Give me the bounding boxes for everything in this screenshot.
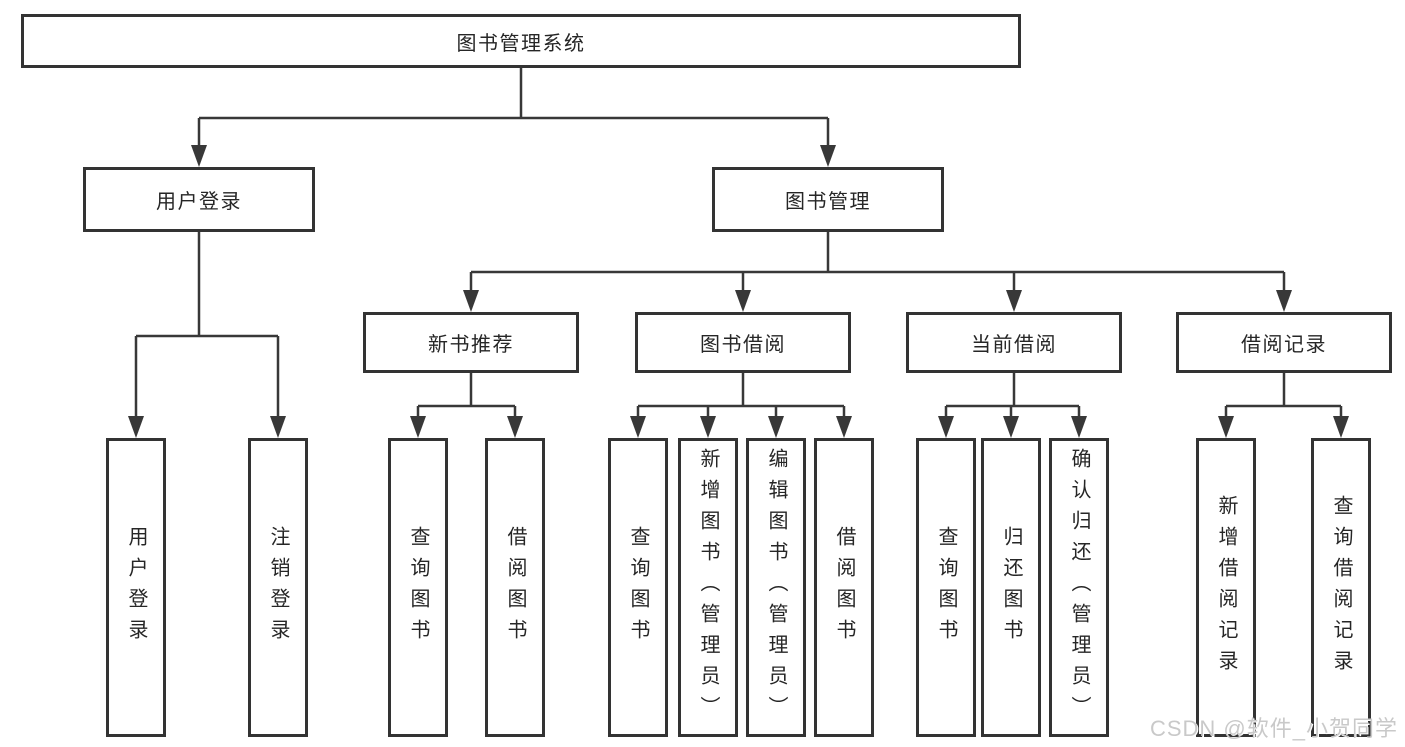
leaf-logout: 注销登录 bbox=[248, 438, 308, 737]
leaf-label: 新增图书（管理员） bbox=[697, 448, 719, 727]
leaf-label: 用户登录 bbox=[125, 525, 147, 650]
node-label: 图书借阅 bbox=[700, 334, 786, 356]
leaf-label: 查询图书 bbox=[935, 525, 957, 650]
node-label: 借阅记录 bbox=[1241, 334, 1327, 356]
node-label: 图书管理系统 bbox=[456, 32, 586, 55]
leaf-add-book-admin: 新增图书（管理员） bbox=[678, 438, 738, 737]
leaf-add-borrow-record: 新增借阅记录 bbox=[1196, 438, 1256, 737]
node-library-management-system: 图书管理系统 bbox=[21, 14, 1021, 68]
leaf-label: 借阅图书 bbox=[833, 525, 855, 650]
leaf-label: 编辑图书（管理员） bbox=[765, 448, 787, 727]
node-label: 图书管理 bbox=[785, 191, 871, 213]
node-label: 用户登录 bbox=[156, 191, 242, 213]
node-current-borrow: 当前借阅 bbox=[906, 312, 1122, 373]
leaf-query-books-borrow: 查询图书 bbox=[608, 438, 668, 737]
leaf-label: 确认归还（管理员） bbox=[1068, 448, 1090, 727]
leaf-confirm-return-admin: 确认归还（管理员） bbox=[1049, 438, 1109, 737]
leaf-query-books-recommend: 查询图书 bbox=[388, 438, 448, 737]
node-book-borrow: 图书借阅 bbox=[635, 312, 851, 373]
csdn-watermark: CSDN @软件_小贺同学 bbox=[1149, 716, 1398, 741]
leaf-borrow-books: 借阅图书 bbox=[814, 438, 874, 737]
node-label: 新书推荐 bbox=[428, 334, 514, 356]
node-label: 当前借阅 bbox=[971, 334, 1057, 356]
node-new-book-recommend: 新书推荐 bbox=[363, 312, 579, 373]
node-user-login: 用户登录 bbox=[83, 167, 315, 232]
leaf-query-borrow-record: 查询借阅记录 bbox=[1311, 438, 1371, 737]
leaf-user-login: 用户登录 bbox=[106, 438, 166, 737]
leaf-label: 归还图书 bbox=[1000, 525, 1022, 650]
leaf-label: 借阅图书 bbox=[504, 525, 526, 650]
leaf-borrow-books-recommend: 借阅图书 bbox=[485, 438, 545, 737]
leaf-label: 查询图书 bbox=[627, 525, 649, 650]
node-book-management: 图书管理 bbox=[712, 167, 944, 232]
leaf-label: 新增借阅记录 bbox=[1215, 494, 1237, 681]
leaf-label: 查询借阅记录 bbox=[1330, 494, 1352, 681]
leaf-label: 查询图书 bbox=[407, 525, 429, 650]
leaf-label: 注销登录 bbox=[267, 525, 289, 650]
node-borrow-records: 借阅记录 bbox=[1176, 312, 1392, 373]
leaf-return-books: 归还图书 bbox=[981, 438, 1041, 737]
leaf-query-books-current: 查询图书 bbox=[916, 438, 976, 737]
leaf-edit-book-admin: 编辑图书（管理员） bbox=[746, 438, 806, 737]
